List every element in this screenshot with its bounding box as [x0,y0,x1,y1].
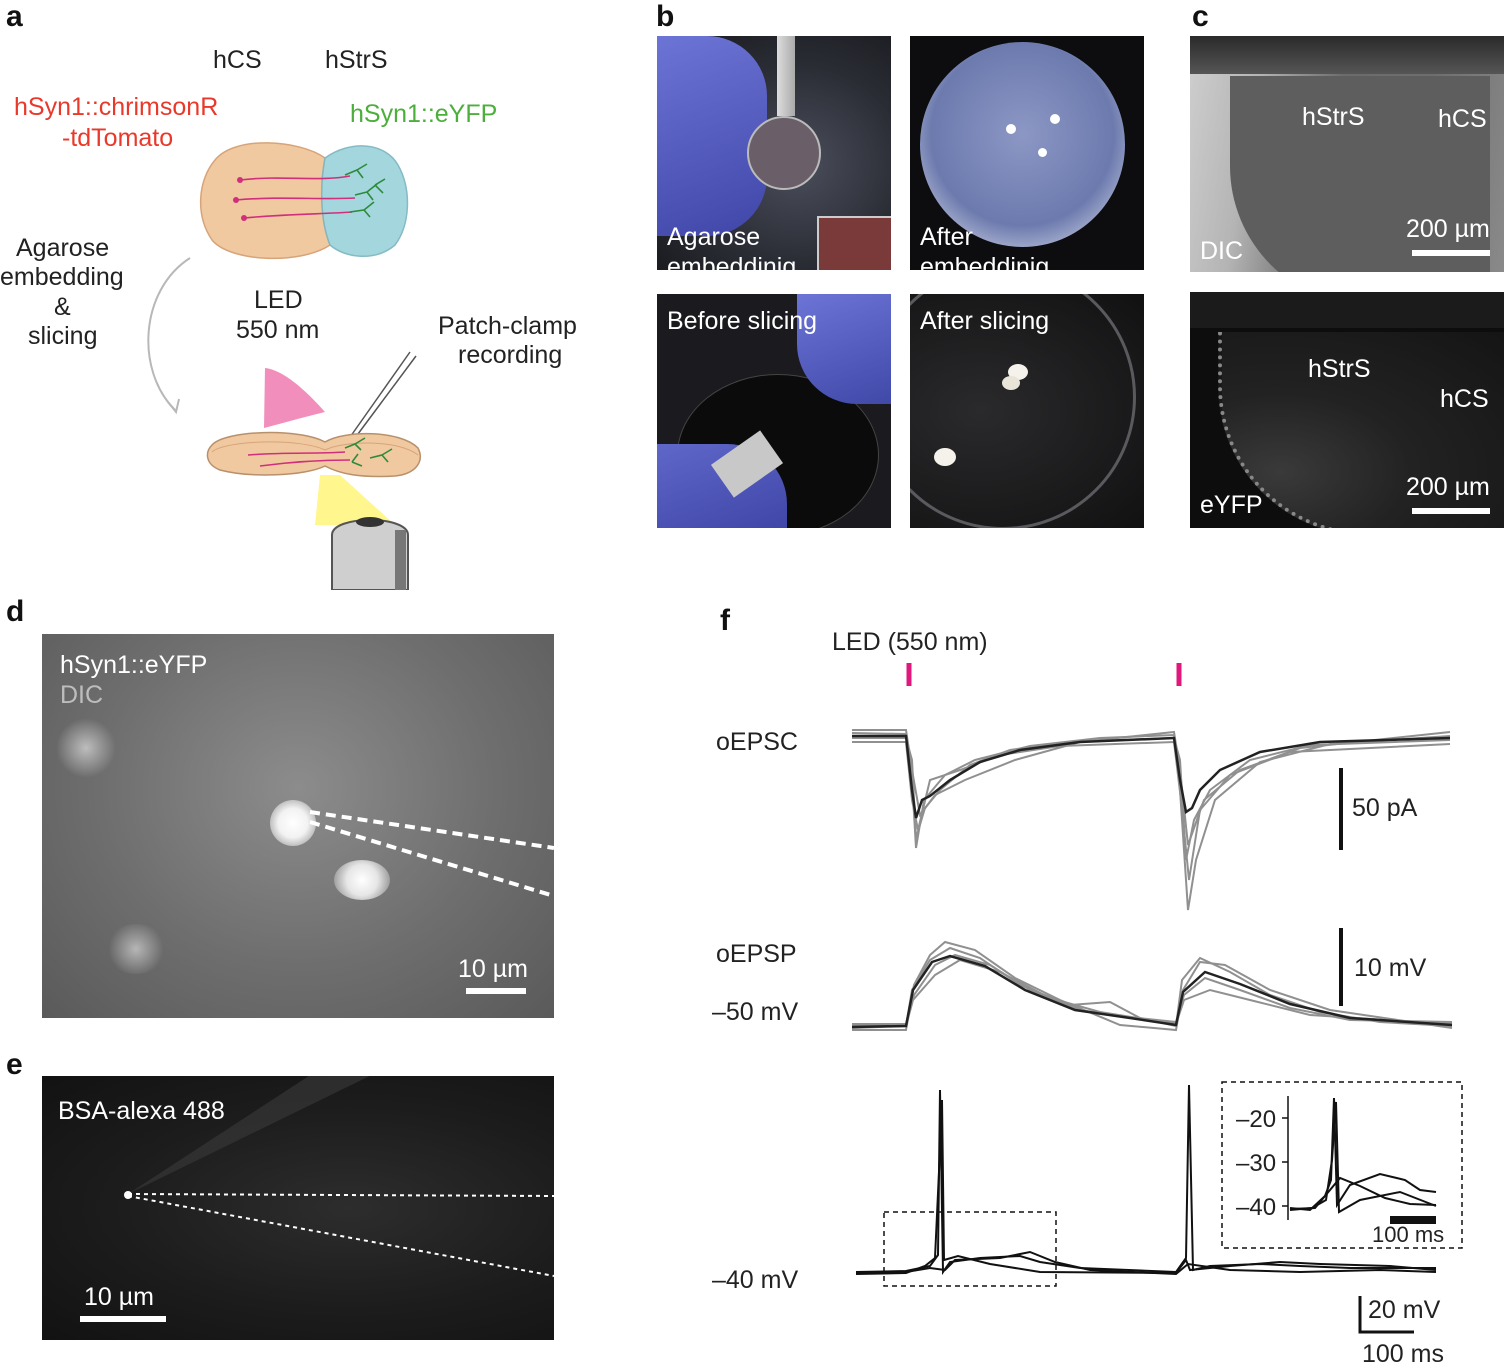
yellow-light-beam [315,475,395,525]
voltage-scale-label: 20 mV [1368,1296,1441,1324]
photo-after-embedding: After embeddinig [910,36,1144,270]
patch-label-line2: recording [458,341,563,369]
e-bsa-label: BSA-alexa 488 [58,1097,225,1125]
eyfp-image: hStrS hCS eYFP 200 µm [1190,292,1504,528]
dic-scale-text: 200 µm [1406,215,1490,243]
hcs-label: hCS [213,46,262,74]
eyfp-hstrs-label: hStrS [1308,355,1371,383]
step-line-1: Agarose [16,234,110,262]
main-scale-bar [1358,1296,1414,1334]
caption-after-slicing: After slicing [920,307,1050,335]
panel-label-d: d [6,595,25,628]
caption-after-embedding-line1: After [920,223,973,251]
oepsp-vm-label: –50 mV [712,998,799,1026]
oepsp-scale-label: 10 mV [1354,954,1427,982]
caption-agarose-line1: Agarose [667,223,761,251]
inset-tick-label: –40 [1236,1194,1277,1221]
spike-traces [855,1084,1437,1276]
step-line-4: slicing [28,322,98,350]
eyfp-scale-text: 200 µm [1406,473,1490,501]
step-line-3: & [54,293,71,321]
inset-tick-label: –20 [1236,1106,1277,1133]
process-arrow [147,257,191,411]
panel-label-c: c [1192,0,1209,33]
patch-pipette [347,351,417,443]
chrimson-construct-label: hSyn1::chrimsonR [14,93,219,121]
e-scale-text: 10 µm [84,1283,154,1311]
time-scale-label: 100 ms [1362,1340,1444,1368]
microscope-objective [331,519,409,590]
panel-label-a: a [6,0,23,33]
inset-ticks [1282,1117,1288,1207]
inset-traces [1289,1097,1437,1214]
panel-label-b: b [656,0,675,33]
patch-label-line1: Patch-clamp [438,312,577,340]
pipette-outline [309,810,554,898]
hstrs-organoid [320,145,409,258]
led-label-line1: LED [254,286,303,314]
led-wavelength-label: LED (550 nm) [832,628,988,656]
step-line-2: embedding [0,263,124,291]
e-scale-bar [80,1316,166,1322]
photo-agarose-embedding: Agarose embeddinig [657,36,891,270]
hcs-somata [233,177,247,221]
inset-scale-label: 100 ms [1372,1222,1445,1247]
d-dic-label: DIC [60,681,104,709]
hstrs-label: hStrS [325,46,388,74]
d-scale-text: 10 µm [458,955,528,983]
spike-vm-label: –40 mV [712,1266,799,1294]
photo-before-slicing: Before slicing [657,294,891,528]
oepsp-label: oEPSP [716,940,797,968]
patched-neuron [270,800,316,846]
dic-hstrs-label: hStrS [1302,103,1365,131]
tdtomato-construct-label: -tdTomato [62,124,174,152]
oepsp-mean-trace [851,954,1453,1029]
dic-image: hStrS hCS DIC 200 µm [1190,36,1504,272]
dic-scale-bar [1412,250,1490,256]
caption-after-embedding-line2: embeddinig [920,253,1050,270]
d-scale-bar [466,988,526,994]
eyfp-construct-label: hSyn1::eYFP [350,100,498,128]
bsa-alexa-image: BSA-alexa 488 10 µm [42,1076,554,1340]
zoom-region-box [883,1211,1057,1287]
eyfp-dic-patch-image: hSyn1::eYFP DIC 10 µm [42,634,554,1018]
schematic-drawing [147,142,421,590]
dic-mode-label: DIC [1200,237,1244,265]
hstrs-neurons [344,163,386,218]
hcs-axons [235,175,356,219]
caption-agarose-line2: embeddinig [667,253,797,270]
led-light-cone [264,368,325,428]
inset-tick-label: –30 [1236,1150,1277,1177]
inset-box [1221,1081,1463,1249]
dic-hcs-label: hCS [1438,105,1487,133]
photo-after-slicing: After slicing [910,294,1144,528]
pipette-fill-outline [124,1076,554,1277]
oepsc-label: oEPSC [716,728,798,756]
oepsc-trial-traces [851,729,1451,911]
oepsc-mean-trace [852,734,1451,819]
eyfp-scale-bar [1412,508,1490,514]
panel-label-e: e [6,1048,23,1081]
d-eyfp-label: hSyn1::eYFP [60,651,208,679]
oepsp-trial-traces [851,940,1453,1032]
oepsc-scale-label: 50 pA [1352,794,1418,822]
caption-before-slicing: Before slicing [667,307,818,335]
panel-label-f: f [720,604,730,637]
eyfp-hcs-label: hCS [1440,385,1489,413]
led-label-line2: 550 nm [236,316,320,344]
eyfp-mode-label: eYFP [1200,491,1263,519]
